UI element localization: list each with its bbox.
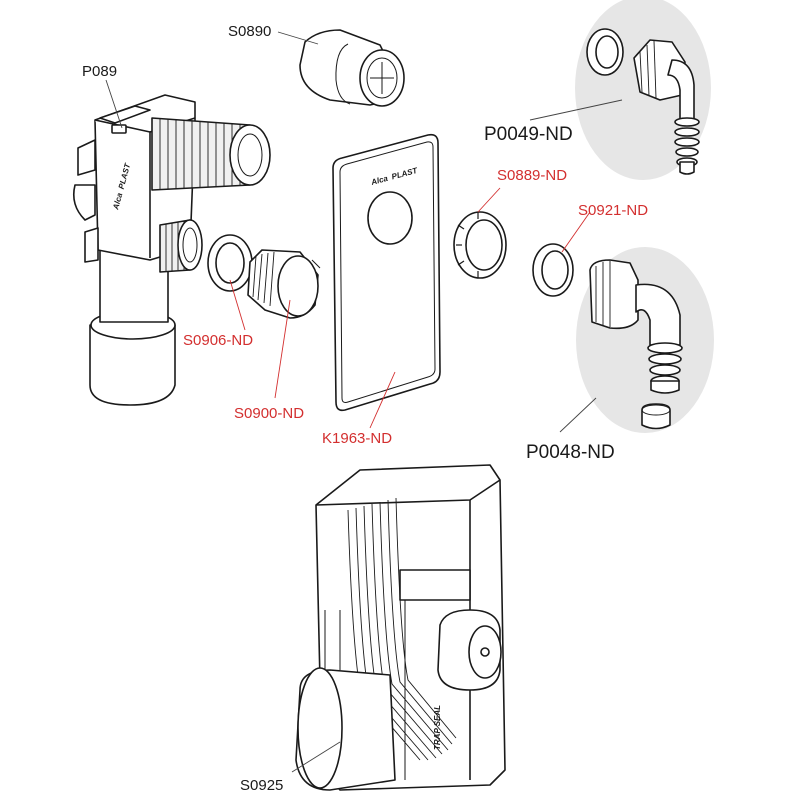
part-k1963-cover-plate: Alca PLAST: [332, 133, 441, 412]
label-p0048-nd: P0048-ND: [526, 442, 615, 463]
part-p0048-elbow: [589, 259, 683, 430]
label-s0925: S0925: [240, 777, 283, 794]
side-marking: TRAP SEAL: [433, 705, 442, 750]
label-s0921-nd: S0921-ND: [578, 202, 648, 219]
part-labels: S0890 P089 P0049-ND S0889-ND S0921-ND S0…: [82, 23, 648, 794]
label-p089: P089: [82, 63, 117, 80]
label-k1963-nd: K1963-ND: [322, 430, 392, 447]
label-s0889-nd: S0889-ND: [497, 167, 567, 184]
part-s0925-trap-body: TRAP SEAL: [295, 464, 506, 791]
part-s0900-cap: [247, 249, 321, 319]
part-s0889-nut: [453, 211, 507, 279]
label-s0900-nd: S0900-ND: [234, 405, 304, 422]
part-s0921-ring: [532, 243, 574, 297]
label-p0049-nd: P0049-ND: [484, 124, 573, 145]
label-s0906-nd: S0906-ND: [183, 332, 253, 349]
label-s0890: S0890: [228, 23, 271, 40]
part-p0049-adapter: [586, 28, 700, 175]
part-s0906-washer: [207, 234, 253, 292]
part-s0890-cap: [299, 29, 405, 107]
leader-lines: [105, 31, 623, 773]
trap-body-p089: Alca PLAST: [72, 94, 271, 406]
